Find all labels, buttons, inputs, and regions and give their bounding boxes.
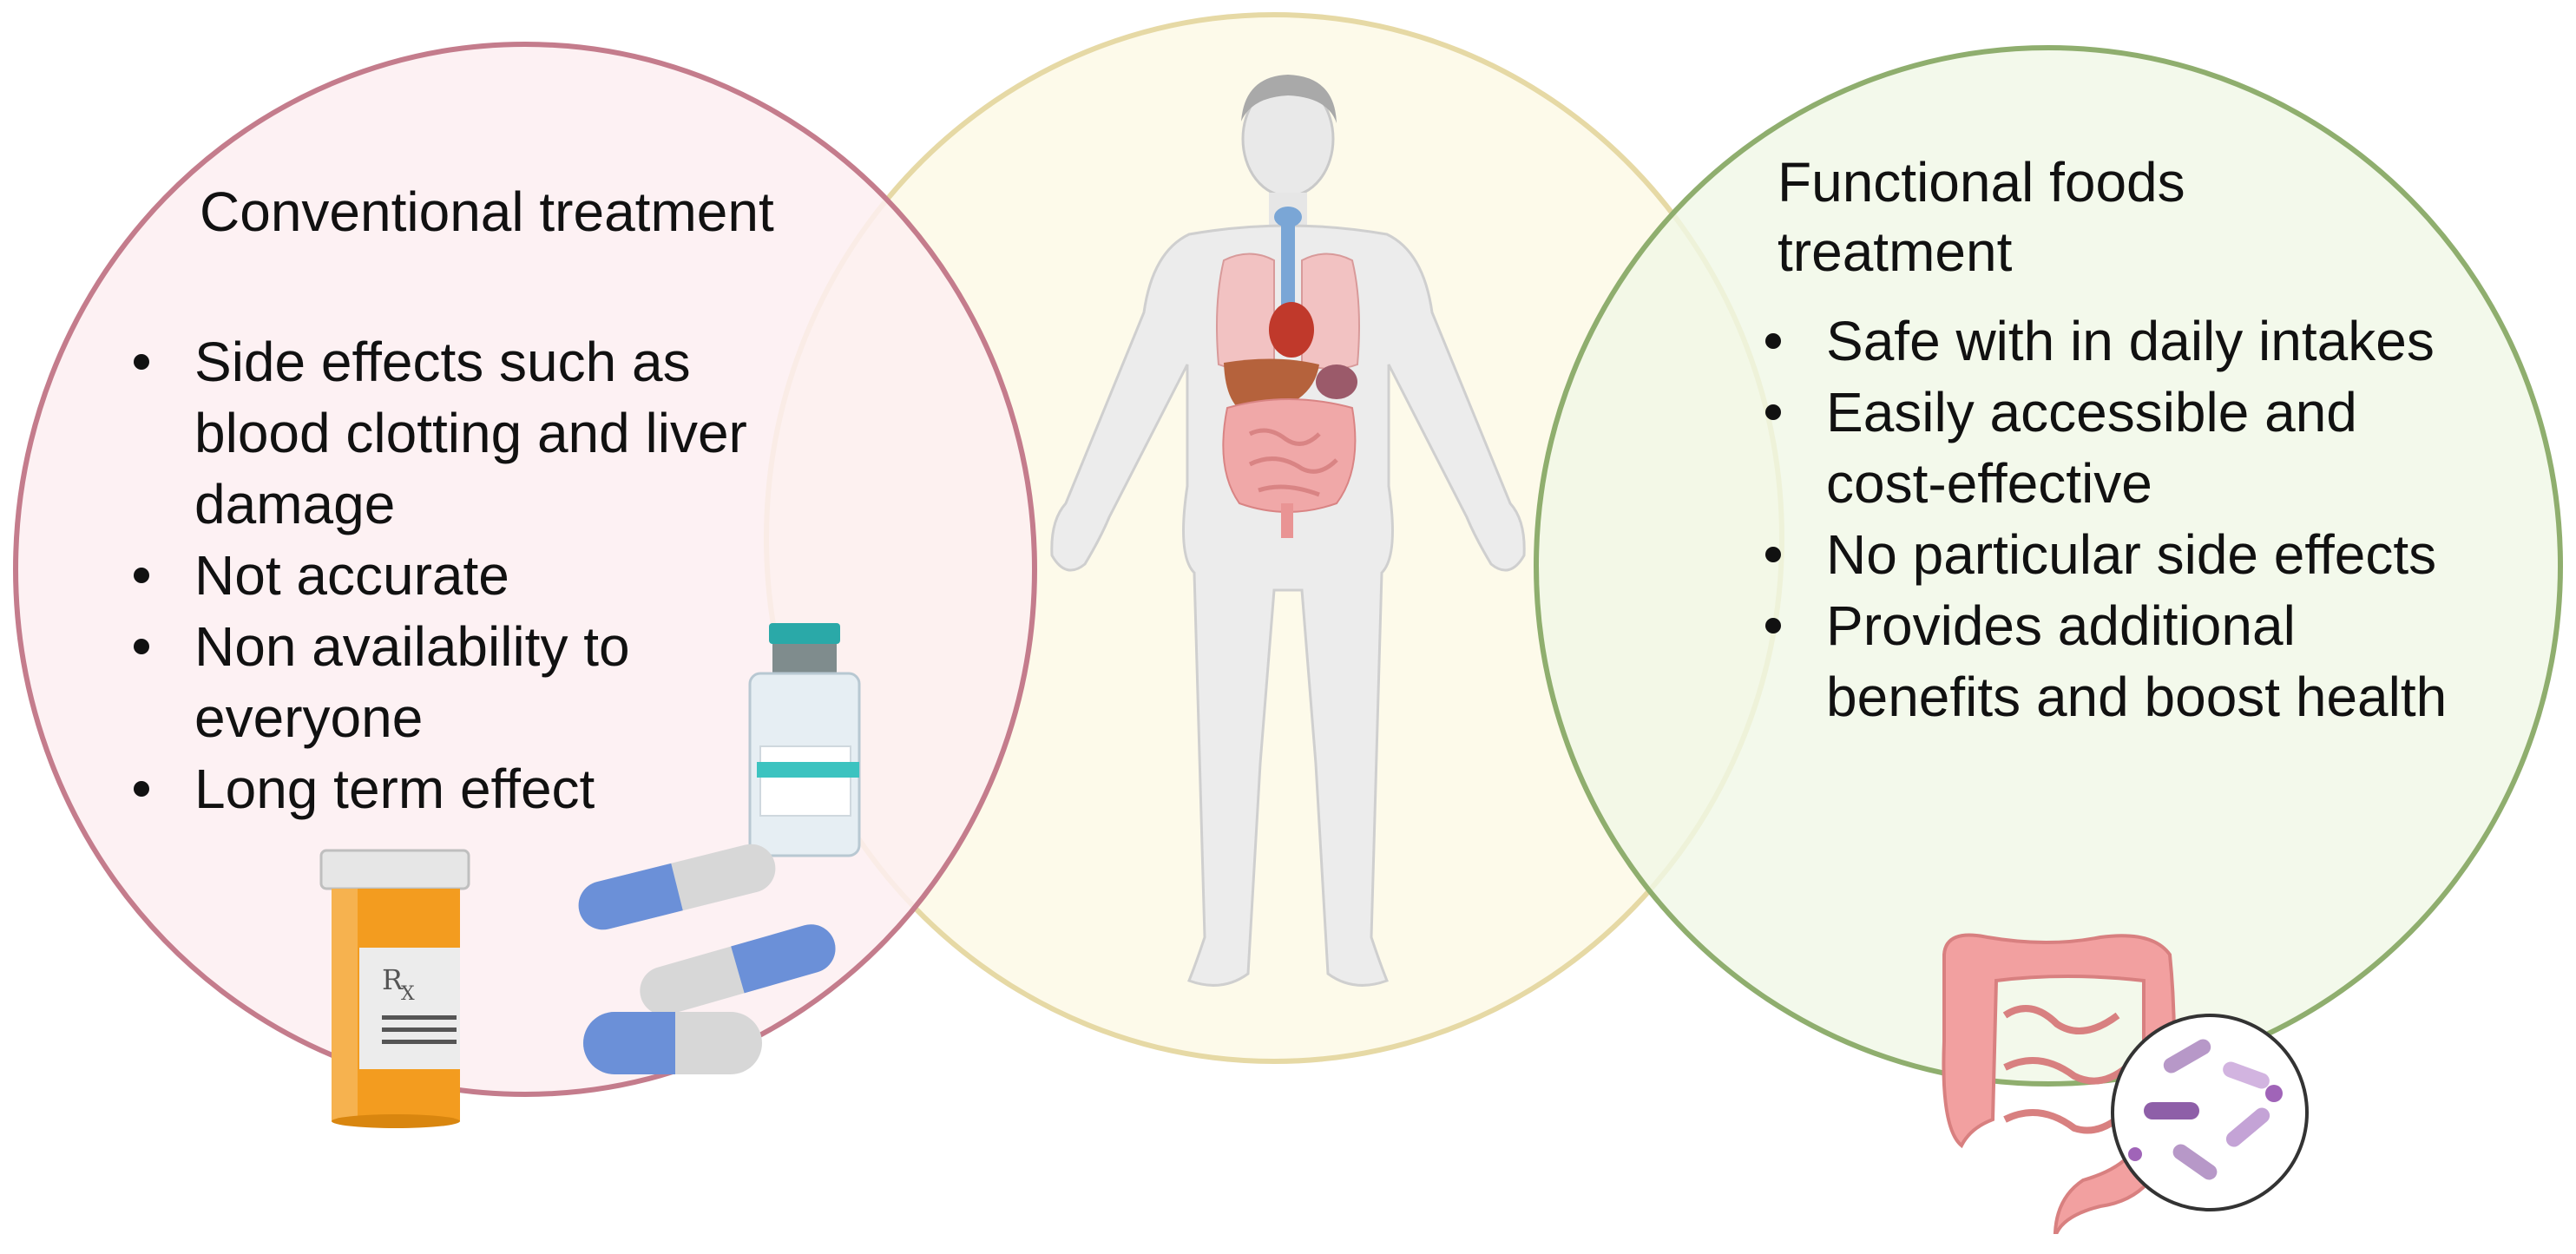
rx-sub-label: X — [401, 983, 415, 1005]
list-item: Easily accessible and cost-effective — [1762, 377, 2456, 519]
conventional-treatment-heading: Conventional treatment — [200, 181, 774, 243]
list-item: Long term effect — [130, 753, 807, 824]
human-body-icon — [1050, 75, 1526, 987]
list-item: Non availability to everyone — [130, 611, 807, 753]
functional-foods-heading: Functional foods treatment — [1778, 151, 2185, 283]
functional-foods-list: Safe with in daily intakes Easily access… — [1762, 305, 2456, 732]
list-item: Side effects such as blood clotting and … — [130, 326, 807, 540]
vial-icon — [748, 623, 861, 857]
capsule-icon — [640, 924, 836, 1015]
bacteria-icon — [2111, 1014, 2309, 1211]
capsule-icon — [583, 1012, 762, 1074]
intestine-icon — [1942, 933, 2176, 1234]
list-item: Not accurate — [130, 540, 807, 611]
pill-bottle-icon: R X — [319, 849, 470, 1128]
list-item: No particular side effects — [1762, 519, 2456, 590]
rx-label: R — [382, 963, 404, 996]
list-item: Safe with in daily intakes — [1762, 305, 2456, 377]
capsule-icon — [578, 844, 776, 930]
list-item: Provides additional benefits and boost h… — [1762, 590, 2456, 732]
functional-foods-circle — [1534, 45, 2563, 1087]
conventional-treatment-list: Side effects such as blood clotting and … — [130, 326, 807, 824]
